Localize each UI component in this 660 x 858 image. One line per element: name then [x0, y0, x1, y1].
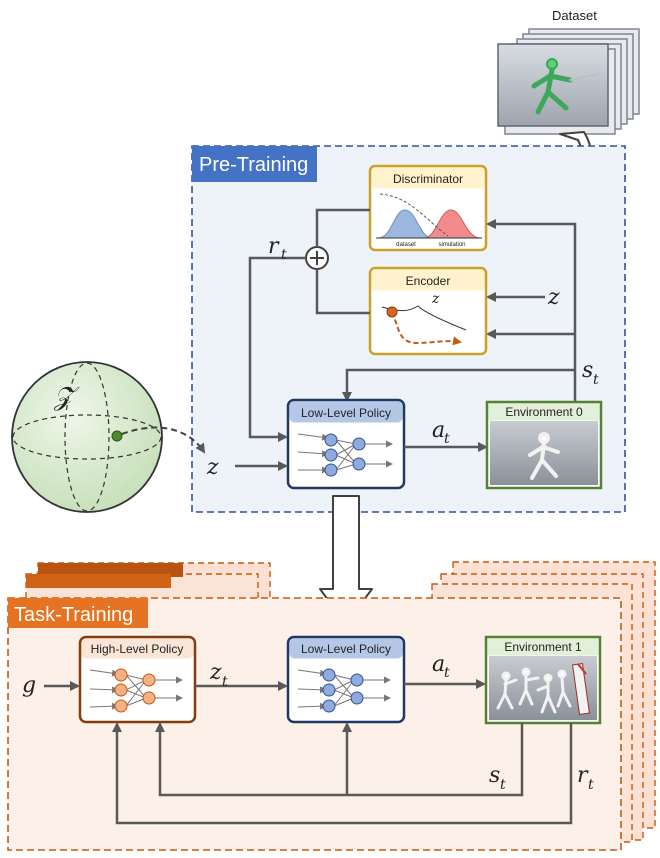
pretraining-reward-symbol: r — [268, 234, 280, 259]
high-level-policy-block: High-Level Policy — [78, 635, 197, 724]
discriminator-simulation-label: simulation — [438, 242, 465, 248]
pretraining-state-subscript: t — [593, 372, 599, 388]
environment-0-block: Environment 0 — [485, 400, 603, 490]
dataset-stack: Dataset — [497, 8, 640, 135]
pretraining-low-level-policy: Low-Level Policy — [286, 398, 406, 490]
sphere-icon — [11, 361, 163, 513]
pretraining-action-symbol: a — [432, 418, 445, 443]
tasktraining-action-symbol: a — [432, 652, 445, 677]
tasktraining-llp-title: Low-Level Policy — [301, 642, 391, 656]
tasktraining-z-symbol: z — [209, 660, 222, 685]
tasktraining-low-level-policy: Low-Level Policy — [286, 635, 406, 724]
tasktraining-state-subscript: t — [500, 777, 506, 793]
tasktraining-state-symbol: s — [489, 763, 500, 788]
pretraining-action-subscript: t — [444, 431, 450, 447]
discriminator-title: Discriminator — [393, 172, 463, 186]
environment-1-title: Environment 1 — [504, 640, 582, 654]
encoder-latent-symbol: z — [431, 291, 440, 307]
environment-0-character — [528, 432, 560, 480]
discriminator-block: Discriminator dataset simulation — [368, 164, 488, 252]
reward-sum: r t — [248, 208, 370, 442]
encoder-block: Encoder z — [368, 266, 488, 356]
pretraining-state-feedback: s t — [342, 219, 599, 402]
pretraining-state-symbol: s — [582, 358, 593, 383]
dataset-character-render — [531, 58, 599, 115]
encoder-z-input-symbol: z — [547, 285, 560, 310]
tasktraining-panel: Task-Training — [7, 561, 656, 851]
tasktraining-z-subscript: t — [222, 674, 228, 690]
pretraining-llp-title: Low-Level Policy — [301, 406, 391, 420]
tasktraining-title: Task-Training — [14, 604, 133, 626]
tasktraining-feedback: s t r t — [112, 722, 594, 825]
environment-1-characters — [496, 667, 572, 714]
pretraining-z-symbol: z — [206, 455, 219, 480]
environment-1-block: Environment 1 — [484, 635, 602, 725]
pretraining-reward-subscript: t — [281, 247, 287, 263]
dataset-label: Dataset — [552, 8, 597, 23]
discriminator-dataset-label: dataset — [396, 242, 416, 248]
latent-space-sphere: 𝒵 — [11, 361, 206, 513]
environment-0-title: Environment 0 — [505, 405, 583, 419]
tasktraining-reward-subscript: t — [588, 777, 594, 793]
tasktraining-action-subscript: t — [444, 665, 450, 681]
goal-symbol: g — [22, 673, 36, 698]
tasktraining-reward-symbol: r — [577, 763, 589, 788]
encoder-title: Encoder — [406, 274, 451, 288]
pretraining-title: Pre-Training — [199, 154, 308, 176]
hlp-title: High-Level Policy — [91, 642, 184, 656]
